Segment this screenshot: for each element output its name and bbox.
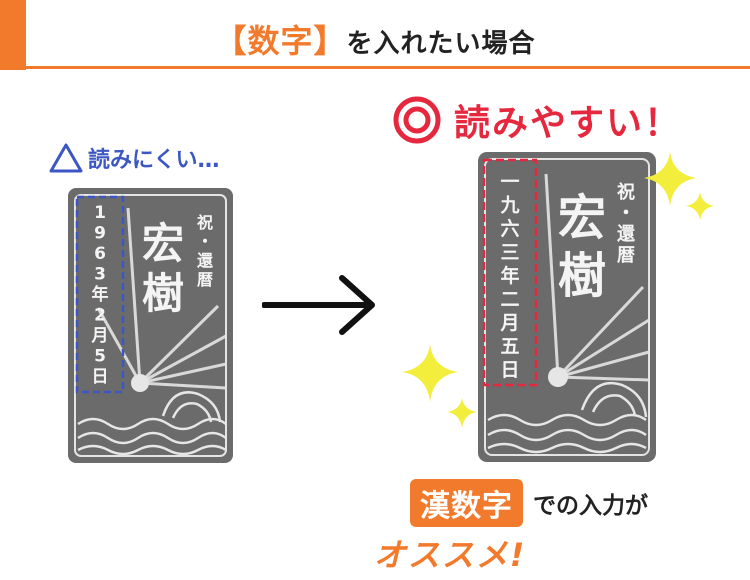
celebration-char: 暦 bbox=[197, 270, 213, 289]
page-title-rest: を入れたい場合 bbox=[346, 29, 536, 59]
sparkle-icon bbox=[644, 152, 714, 220]
date-char: 二 bbox=[500, 289, 519, 311]
page-title-accent: 【数字】 bbox=[214, 22, 347, 60]
name-char: 宏 bbox=[558, 190, 606, 246]
card-kanji-numerals: 一九六三年二月五日 祝・還暦 宏樹 bbox=[478, 152, 656, 462]
date-char: 一 bbox=[500, 171, 519, 193]
name-char: 宏 bbox=[142, 219, 184, 268]
date-char: 3 bbox=[94, 265, 106, 285]
celebration-char: ・ bbox=[617, 203, 635, 224]
date-char: 六 bbox=[500, 217, 519, 240]
date-char: 2 bbox=[94, 306, 106, 326]
date-char: 6 bbox=[94, 244, 106, 264]
date-char: 九 bbox=[499, 195, 519, 217]
easy-to-read-label: 読みやすい！ bbox=[392, 92, 682, 148]
date-char: 年 bbox=[500, 264, 519, 287]
celebration-text: 祝・還暦 bbox=[617, 181, 636, 266]
wave-pattern bbox=[487, 381, 648, 454]
hard-to-read-label: 読みにくい… bbox=[48, 140, 220, 176]
celebration-char: ・ bbox=[197, 232, 213, 251]
easy-to-read-text: 読みやすい！ bbox=[454, 103, 683, 144]
sun-icon bbox=[548, 367, 568, 387]
date-char: 三 bbox=[500, 242, 519, 264]
celebration-char: 還 bbox=[617, 224, 636, 245]
date-char: 9 bbox=[94, 224, 106, 244]
date-char: 月 bbox=[499, 312, 519, 334]
recommend-text: オススメ! bbox=[373, 536, 527, 574]
date-char: 5 bbox=[94, 347, 106, 367]
sun-icon bbox=[131, 374, 149, 392]
header-underline bbox=[0, 66, 750, 69]
date-char: 年 bbox=[92, 284, 109, 305]
celebration-char: 祝 bbox=[197, 213, 213, 232]
header-accent-bar bbox=[0, 0, 26, 70]
input-text: での入力が bbox=[533, 493, 648, 519]
name-text: 宏樹 bbox=[142, 219, 184, 318]
date-char: 五 bbox=[500, 336, 519, 358]
sunburst-rays bbox=[544, 173, 650, 382]
sparkle-icon bbox=[402, 344, 477, 428]
date-highlight-box bbox=[482, 158, 538, 387]
date-highlight-box bbox=[75, 195, 125, 394]
date-char: 月 bbox=[91, 326, 109, 346]
celebration-text: 祝・還暦 bbox=[197, 213, 214, 289]
arrow-right-icon bbox=[262, 275, 375, 335]
celebration-char: 暦 bbox=[617, 245, 635, 266]
double-circle-icon bbox=[393, 96, 441, 144]
name-text: 宏樹 bbox=[558, 190, 606, 304]
triangle-icon bbox=[49, 143, 83, 173]
date-char: 1 bbox=[94, 203, 106, 223]
recommend-line: 漢数字 での入力が bbox=[410, 479, 648, 527]
name-char: 樹 bbox=[142, 269, 184, 318]
wave-pattern bbox=[77, 391, 227, 456]
date-char: 日 bbox=[500, 359, 519, 381]
celebration-char: 還 bbox=[197, 251, 214, 270]
page-title: 【数字】を入れたい場合 bbox=[0, 16, 750, 62]
date-char: 日 bbox=[92, 367, 109, 387]
sunburst-rays bbox=[96, 207, 227, 390]
name-char: 樹 bbox=[558, 248, 606, 304]
kanji-numerals-badge: 漢数字 bbox=[410, 479, 523, 527]
hard-to-read-text: 読みにくい… bbox=[88, 148, 220, 173]
celebration-char: 祝 bbox=[617, 181, 635, 203]
